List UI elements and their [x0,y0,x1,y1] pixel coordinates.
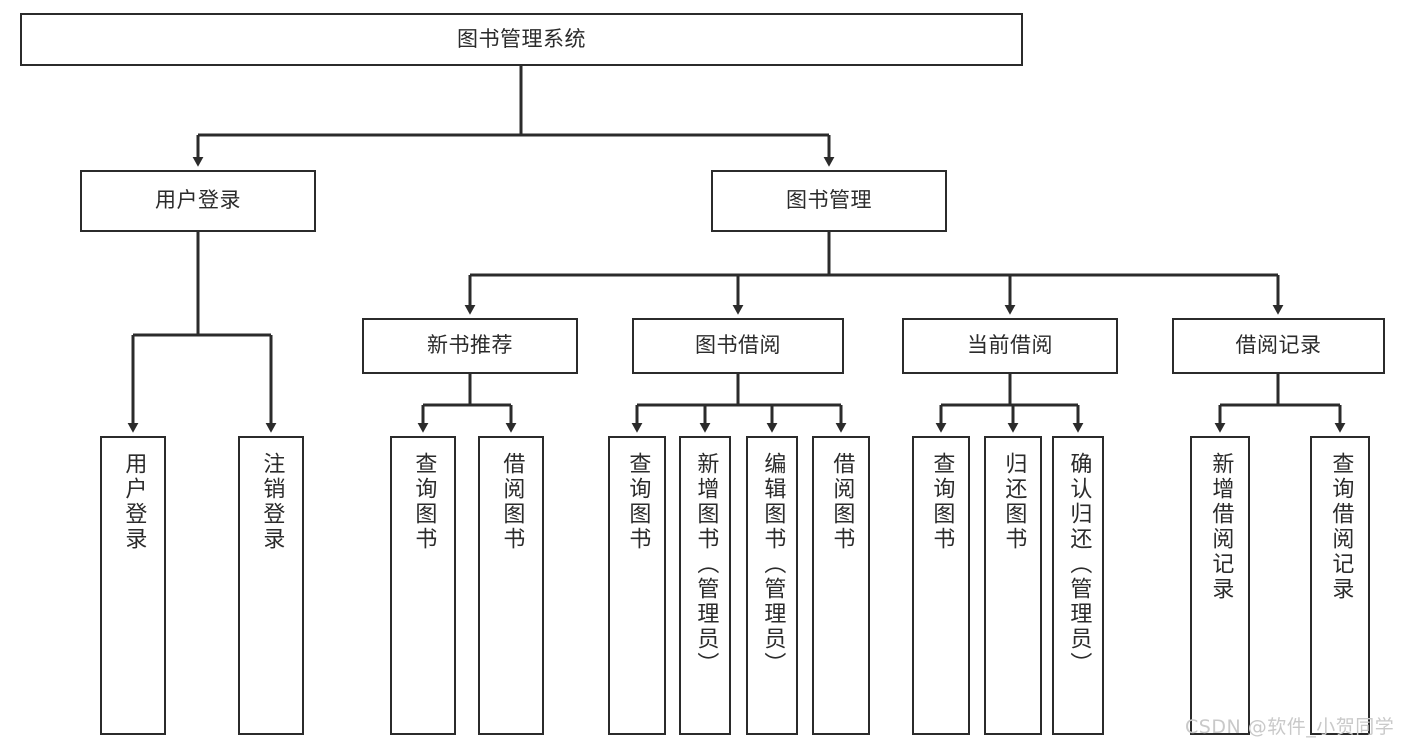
node-label: 查询图书 [625,452,651,552]
node-user-login[interactable]: 用户登录 [80,170,316,232]
node-label: 查询借阅记录 [1328,452,1354,602]
node-leaf-user-login[interactable]: 用户登录 [100,436,166,735]
node-leaf-add-record[interactable]: 新增借阅记录 [1190,436,1250,735]
node-label: 新增图书（管理员） [693,452,719,677]
node-label: 新书推荐 [427,333,513,358]
node-leaf-add-book[interactable]: 新增图书（管理员） [679,436,731,735]
node-label: 查询图书 [929,452,955,552]
node-root[interactable]: 图书管理系统 [20,13,1023,66]
node-leaf-edit-book[interactable]: 编辑图书（管理员） [746,436,798,735]
node-leaf-query-book-3[interactable]: 查询图书 [912,436,970,735]
node-leaf-borrow-book-1[interactable]: 借阅图书 [478,436,544,735]
node-leaf-return-book[interactable]: 归还图书 [984,436,1042,735]
node-book-manage[interactable]: 图书管理 [711,170,947,232]
node-label: 注销登录 [259,452,285,552]
node-leaf-query-book-2[interactable]: 查询图书 [608,436,666,735]
node-leaf-confirm-return[interactable]: 确认归还（管理员） [1052,436,1104,735]
node-leaf-query-record[interactable]: 查询借阅记录 [1310,436,1370,735]
node-label: 用户登录 [155,188,241,213]
node-label: 用户登录 [121,452,147,552]
node-current-borrow[interactable]: 当前借阅 [902,318,1118,374]
node-label: 编辑图书（管理员） [760,452,786,677]
node-label: 借阅记录 [1235,333,1322,358]
node-label: 借阅图书 [499,452,525,552]
node-label: 图书管理 [786,188,872,213]
node-leaf-logout[interactable]: 注销登录 [238,436,304,735]
node-label: 借阅图书 [829,452,855,552]
node-new-book-rec[interactable]: 新书推荐 [362,318,578,374]
node-label: 图书借阅 [695,333,781,358]
node-label: 当前借阅 [967,333,1053,358]
node-borrow-record[interactable]: 借阅记录 [1172,318,1385,374]
node-label: 确认归还（管理员） [1066,452,1092,677]
node-label: 归还图书 [1001,452,1027,552]
csdn-watermark: CSDN @软件_小贺同学 [1185,716,1395,738]
node-label: 新增借阅记录 [1208,452,1234,602]
node-leaf-query-book-1[interactable]: 查询图书 [390,436,456,735]
node-label: 查询图书 [411,452,437,552]
node-leaf-borrow-book-2[interactable]: 借阅图书 [812,436,870,735]
edge-group [127,66,1346,433]
node-label: 图书管理系统 [457,26,586,51]
node-book-borrow[interactable]: 图书借阅 [632,318,844,374]
